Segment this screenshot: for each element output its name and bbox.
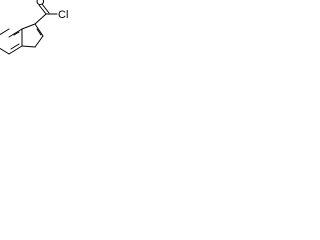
five-ring-bond-c2-c1 xyxy=(34,35,44,48)
bond-carbonyl-oxygen-double xyxy=(41,3,50,14)
bond-carbonyl-oxygen xyxy=(38,4,47,15)
ring-bond-bottom-left xyxy=(0,47,10,55)
ring-bond-bottom-right xyxy=(8,45,23,55)
benzene-double-bond-inner-1 xyxy=(13,31,20,36)
bond-c3-carbonyl xyxy=(34,13,47,25)
benzene-double-bond-inner-2 xyxy=(10,43,20,50)
ring-bond-top-left xyxy=(0,28,10,36)
five-ring-bond-c1-c7a xyxy=(21,45,36,48)
chlorine-label: Cl xyxy=(58,9,68,21)
five-ring-double-bond-inner xyxy=(36,28,42,36)
ring-bond-top xyxy=(8,28,23,38)
five-ring-bond-c3-c3a xyxy=(21,23,36,30)
structure-diagram: O Cl xyxy=(0,0,68,55)
five-ring-bond-c3-c2 xyxy=(34,23,44,37)
oxygen-label: O xyxy=(36,0,45,8)
